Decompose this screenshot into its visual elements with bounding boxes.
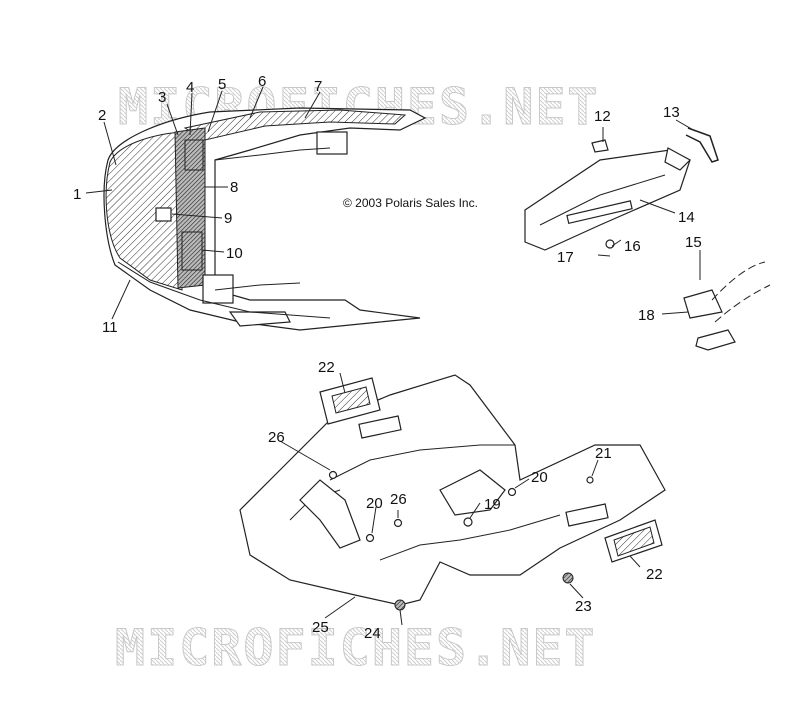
callout-3: 3 (158, 89, 166, 106)
callout-10: 10 (226, 245, 243, 262)
panel-14-strip (566, 200, 633, 225)
lower-tab (228, 311, 291, 327)
bracket-18 (683, 289, 723, 319)
bracket-base (695, 329, 736, 351)
fastener-21 (586, 476, 594, 484)
callout-24: 24 (364, 625, 381, 642)
leaders-bottom (279, 372, 641, 626)
rivet-19 (463, 517, 473, 527)
bracket-4 (184, 139, 204, 171)
clip-12 (591, 139, 609, 153)
screw-20a (365, 533, 375, 543)
panel-14-endcap (664, 147, 691, 171)
callout-26b: 26 (390, 491, 407, 508)
callout-26a: 26 (268, 429, 285, 446)
belly-pan-assembly (239, 374, 666, 611)
recess-left (358, 415, 402, 439)
vent-22-top (319, 377, 381, 425)
leaders-top-left (85, 86, 321, 320)
dashed-edge (711, 261, 771, 323)
grommet-23 (562, 572, 574, 584)
push-rivet-26a (328, 470, 338, 480)
callout-12: 12 (594, 108, 611, 125)
callout-17: 17 (557, 249, 574, 266)
callout-5: 5 (218, 76, 226, 93)
side-panel-assembly (524, 127, 771, 351)
screw-20b (507, 487, 517, 497)
callout-4: 4 (186, 79, 194, 96)
callout-13: 13 (663, 104, 680, 121)
callout-8: 8 (230, 179, 238, 196)
callout-1: 1 (73, 186, 81, 203)
vent-opening-top (316, 131, 348, 155)
callout-7: 7 (314, 78, 322, 95)
screw-17 (597, 254, 611, 257)
inner-edge (214, 147, 331, 291)
lower-edge (117, 261, 331, 319)
inner-bracket (299, 479, 361, 549)
callout-15: 15 (685, 234, 702, 251)
recess-right (565, 503, 609, 527)
grommet-24 (394, 599, 406, 611)
panel-14 (524, 149, 691, 251)
handle-13 (685, 127, 719, 163)
hood-interior-assembly (103, 107, 427, 331)
vent-22-bottom (604, 519, 663, 563)
vent-opening-bottom (202, 274, 234, 304)
callout-21: 21 (595, 445, 612, 462)
callout-16: 16 (624, 238, 641, 255)
front-nose-cover (105, 131, 183, 291)
watermark-bottom: MICROFICHES.NET (115, 619, 597, 677)
callout-14: 14 (678, 209, 695, 226)
callout-labels: 1 2 3 4 5 6 7 8 9 10 11 12 13 14 15 16 1… (73, 73, 702, 642)
callout-9: 9 (224, 210, 232, 227)
center-bracket (439, 469, 506, 516)
small-plate-9 (155, 207, 172, 222)
callout-19: 19 (484, 496, 501, 513)
callout-2: 2 (98, 107, 106, 124)
belly-pan-ridge (329, 444, 515, 481)
panel-14-fold (539, 174, 666, 226)
callout-22b: 22 (646, 566, 663, 583)
callout-20a: 20 (366, 495, 383, 512)
leaders-top-right (602, 119, 701, 315)
callout-23: 23 (575, 598, 592, 615)
callout-25: 25 (312, 619, 329, 636)
callout-18: 18 (638, 307, 655, 324)
copyright-notice: © 2003 Polaris Sales Inc. (343, 196, 478, 210)
push-rivet-26b (393, 518, 403, 528)
bracket-10 (181, 231, 203, 271)
top-insulation-strip (183, 109, 407, 141)
callout-6: 6 (258, 73, 266, 90)
callout-11: 11 (102, 319, 118, 336)
fastener-16 (605, 239, 615, 249)
callout-20b: 20 (531, 469, 548, 486)
callout-22a: 22 (318, 359, 335, 376)
